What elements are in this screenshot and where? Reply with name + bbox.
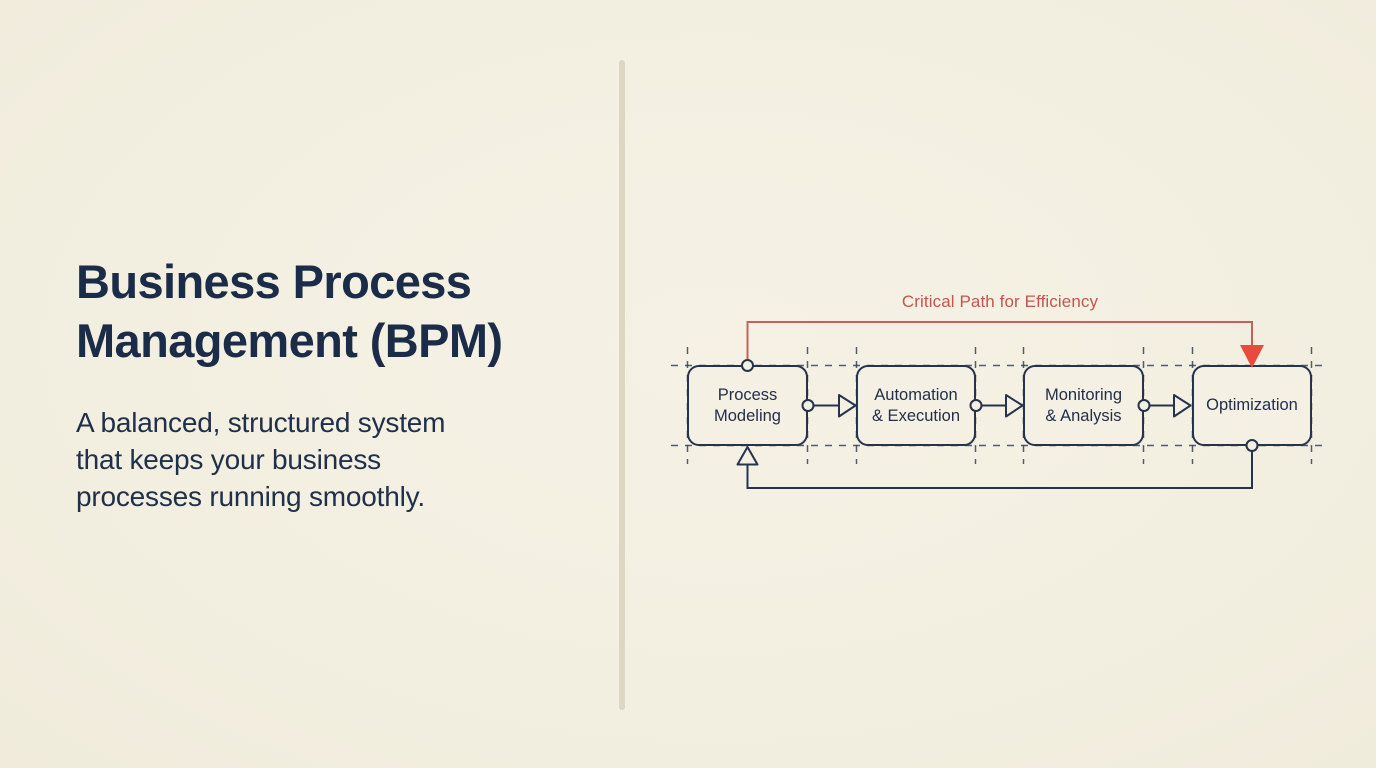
feedback-loop-line <box>746 450 1253 489</box>
feedback-arrowhead-icon <box>736 446 759 466</box>
page-subtitle: A balanced, structured system that keeps… <box>76 407 446 512</box>
flow-step-process-modeling: Process Modeling <box>687 365 808 446</box>
critical-path-line <box>746 321 1253 359</box>
flow-step-monitoring-analysis: Monitoring & Analysis <box>1023 365 1144 446</box>
critical-path-label: Critical Path for Efficiency <box>901 292 1099 311</box>
page-title: Business Process Management (BPM) <box>76 255 503 367</box>
vertical-divider <box>619 60 625 710</box>
flow-step-optimization: Optimization <box>1192 365 1312 446</box>
connector-arrowhead-icon-2 <box>1005 394 1024 418</box>
connector-arrowhead-icon-3 <box>1173 394 1192 418</box>
connector-arrowhead-icon-1 <box>838 394 857 418</box>
flow-step-automation-execution: Automation & Execution <box>856 365 976 446</box>
